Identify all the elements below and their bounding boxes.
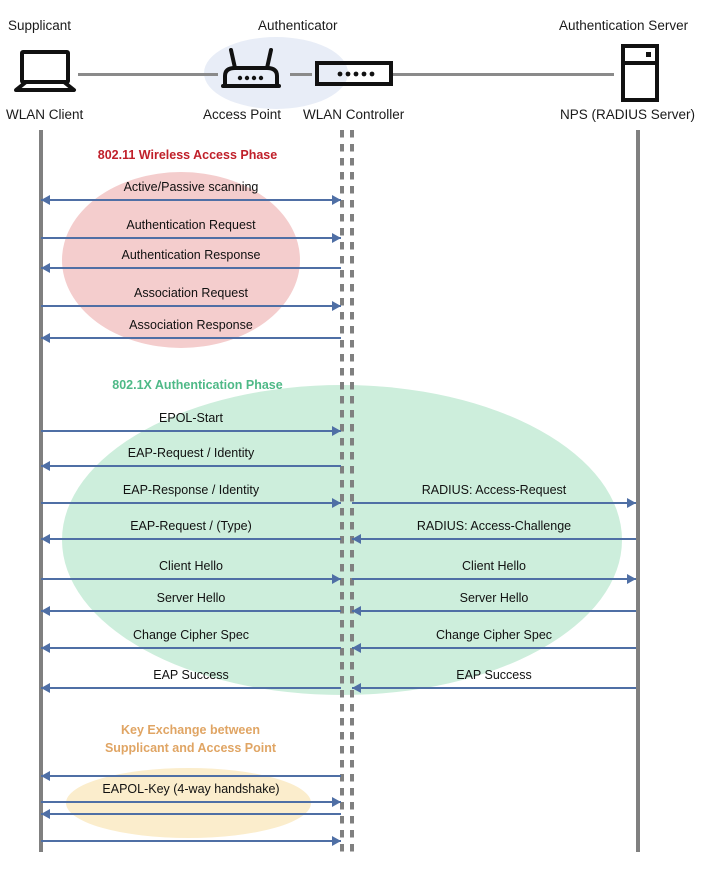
- phase-label-key-exchange-line2: Supplicant and Access Point: [104, 741, 277, 755]
- arrow-head-left-icon: [41, 771, 50, 781]
- message-arrow-left-15: [41, 813, 341, 815]
- laptop-icon: [14, 50, 76, 92]
- message-arrow-left-12: [41, 687, 341, 689]
- message-arrow-right-4: [352, 647, 636, 649]
- phase-label-dot1x-authentication: 802.1X Authentication Phase: [112, 378, 283, 392]
- arrow-head-left-icon: [352, 534, 361, 544]
- phase-ellipse-wireless-access: [62, 172, 300, 348]
- message-label-left-10: Server Hello: [156, 591, 226, 605]
- message-arrow-left-14: [41, 801, 341, 803]
- actor-device-access-point: Access Point: [203, 107, 282, 122]
- arrow-head-right-icon: [332, 797, 341, 807]
- arrow-head-left-icon: [352, 643, 361, 653]
- wire-client-to-ap: [78, 73, 218, 76]
- arrow-head-left-icon: [41, 333, 50, 343]
- actor-device-wlan-client: WLAN Client: [6, 107, 84, 122]
- wire-ap-to-controller: [290, 73, 312, 76]
- arrow-head-right-icon: [332, 836, 341, 846]
- actor-device-radius-server: NPS (RADIUS Server): [560, 107, 696, 122]
- arrow-head-left-icon: [41, 606, 50, 616]
- phase-label-wireless-access: 802.11 Wireless Access Phase: [97, 148, 278, 162]
- message-label-left-5: EPOL-Start: [159, 411, 223, 425]
- message-arrow-left-8: [41, 538, 341, 540]
- arrow-head-right-icon: [332, 498, 341, 508]
- wlan-controller-icon: [315, 61, 393, 86]
- message-arrow-right-2: [352, 578, 636, 580]
- phase-ellipse-key-exchange: [66, 768, 311, 838]
- message-label-left-11: Change Cipher Spec: [132, 628, 250, 642]
- message-arrow-left-6: [41, 465, 341, 467]
- message-arrow-right-5: [352, 687, 636, 689]
- arrow-head-left-icon: [41, 263, 50, 273]
- message-arrow-left-9: [41, 578, 341, 580]
- arrow-head-right-icon: [332, 301, 341, 311]
- phase-label-key-exchange-line1: Key Exchange between: [121, 723, 260, 737]
- arrow-head-left-icon: [41, 461, 50, 471]
- phase-label-key-exchange: Key Exchange between Supplicant and Acce…: [83, 721, 298, 757]
- arrow-head-right-icon: [332, 574, 341, 584]
- access-point-lifeline: [340, 130, 344, 852]
- arrow-head-right-icon: [627, 498, 636, 508]
- arrow-head-right-icon: [627, 574, 636, 584]
- arrow-head-left-icon: [41, 534, 50, 544]
- arrow-head-right-icon: [332, 426, 341, 436]
- message-label-right-2: Client Hello: [462, 559, 526, 573]
- radius-server-lifeline: [636, 130, 640, 852]
- arrow-head-left-icon: [41, 683, 50, 693]
- message-arrow-left-7: [41, 502, 341, 504]
- arrow-head-left-icon: [41, 809, 50, 819]
- message-label-left-14: EAPOL-Key (4-way handshake): [102, 782, 280, 796]
- message-label-left-9: Client Hello: [159, 559, 223, 573]
- message-arrow-left-0: [41, 199, 341, 201]
- arrow-head-left-icon: [41, 643, 50, 653]
- wlan-controller-lifeline: [350, 130, 354, 852]
- wire-controller-to-radius: [392, 73, 614, 76]
- actor-device-wlan-controller: WLAN Controller: [303, 107, 405, 122]
- arrow-head-left-icon: [352, 683, 361, 693]
- message-label-left-4: Association Response: [129, 318, 253, 332]
- server-icon: [621, 44, 659, 102]
- message-label-right-0: RADIUS: Access-Request: [421, 483, 567, 497]
- actor-role-authenticator: Authenticator: [258, 18, 338, 33]
- message-arrow-left-1: [41, 237, 341, 239]
- message-arrow-right-1: [352, 538, 636, 540]
- message-label-left-2: Authentication Response: [121, 248, 261, 262]
- arrow-head-left-icon: [41, 195, 50, 205]
- access-point-icon: [221, 48, 281, 88]
- message-arrow-left-5: [41, 430, 341, 432]
- arrow-head-right-icon: [332, 195, 341, 205]
- supplicant-lifeline: [39, 130, 43, 852]
- message-arrow-left-13: [41, 775, 341, 777]
- message-label-right-4: Change Cipher Spec: [435, 628, 553, 642]
- arrow-head-left-icon: [352, 606, 361, 616]
- message-arrow-left-4: [41, 337, 341, 339]
- arrow-head-right-icon: [332, 233, 341, 243]
- message-arrow-left-3: [41, 305, 341, 307]
- message-label-left-8: EAP-Request / (Type): [130, 519, 252, 533]
- message-label-left-12: EAP Success: [153, 668, 229, 682]
- actor-role-auth-server: Authentication Server: [559, 18, 689, 33]
- message-arrow-right-3: [352, 610, 636, 612]
- message-label-right-1: RADIUS: Access-Challenge: [416, 519, 572, 533]
- actor-role-supplicant: Supplicant: [8, 18, 72, 33]
- message-arrow-left-11: [41, 647, 341, 649]
- message-arrow-left-16: [41, 840, 341, 842]
- message-label-right-5: EAP Success: [456, 668, 532, 682]
- message-arrow-left-2: [41, 267, 341, 269]
- message-label-left-6: EAP-Request / Identity: [127, 446, 255, 460]
- message-label-left-0: Active/Passive scanning: [123, 180, 259, 194]
- message-label-left-7: EAP-Response / Identity: [122, 483, 260, 497]
- message-label-left-1: Authentication Request: [126, 218, 256, 232]
- message-arrow-right-0: [352, 502, 636, 504]
- message-label-left-3: Association Request: [134, 286, 248, 300]
- message-label-right-3: Server Hello: [459, 591, 529, 605]
- message-arrow-left-10: [41, 610, 341, 612]
